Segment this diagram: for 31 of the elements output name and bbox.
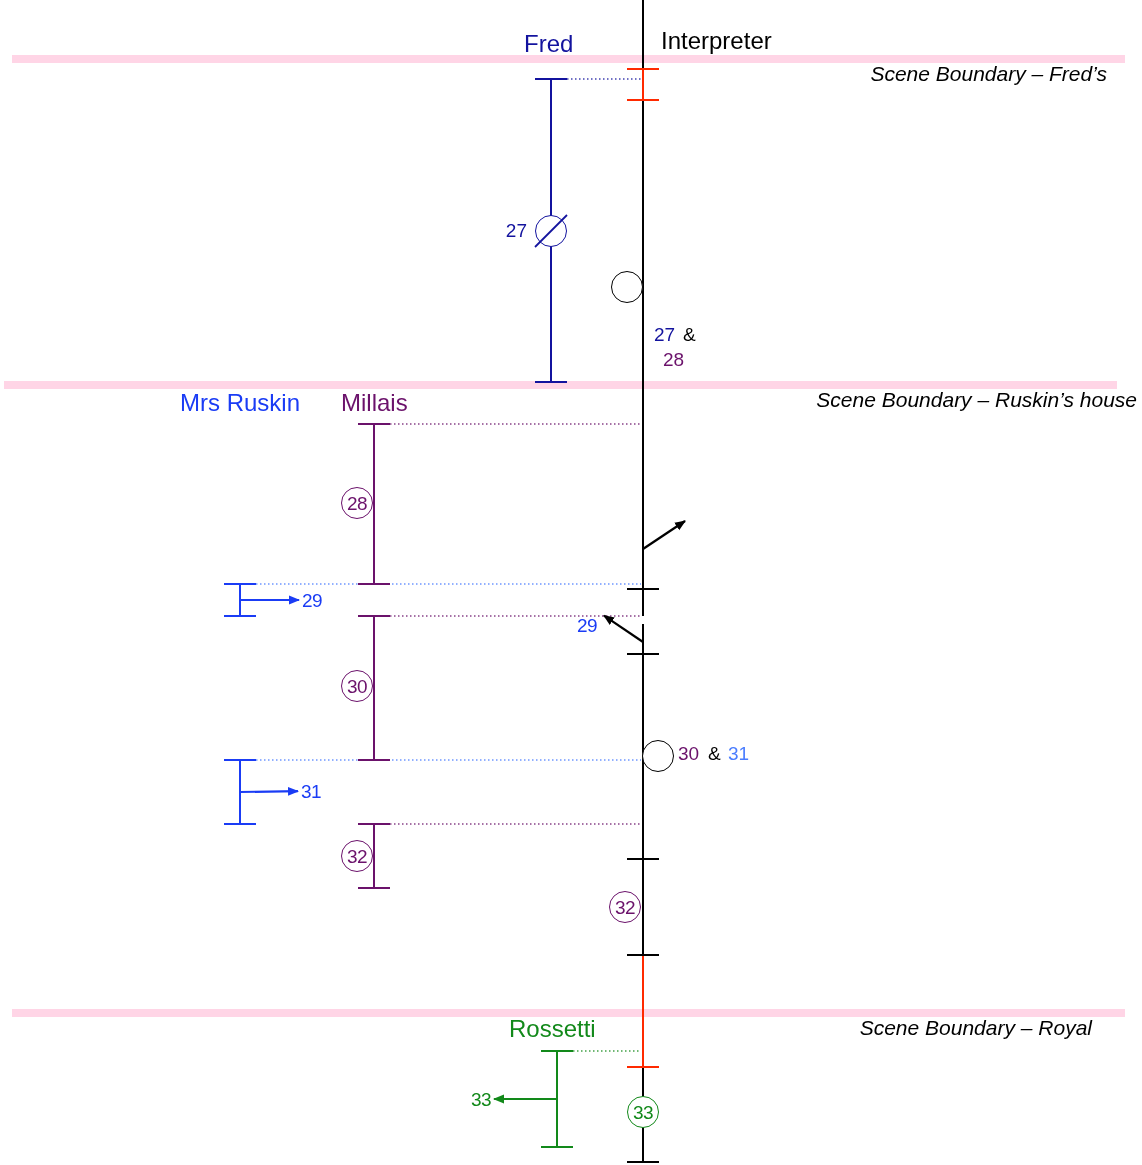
number-label: 30 [678,743,700,765]
lifeline-name: Mrs Ruskin [180,389,300,417]
circled-number: 32 [341,840,373,872]
number-label: 33 [470,1089,492,1109]
number-label: 29 [576,615,598,635]
lifeline-name: Rossetti [509,1015,596,1043]
arrow [240,595,301,605]
arrow [240,786,300,796]
circled-number: 30 [341,670,373,702]
circle-marker [642,740,674,772]
number-label: 28 [663,349,685,371]
circled-number: 28 [341,487,373,519]
number-label: 29 [301,590,323,610]
number-label: 27 [654,324,676,346]
arrow [492,1094,557,1104]
lifeline-name: Millais [341,389,408,417]
circled-number: 33 [627,1096,659,1128]
scene-boundary-label: Scene Boundary – Royal [859,1015,1092,1041]
circle-marker [611,271,643,303]
scene-boundary-label: Scene Boundary – Fred’s [870,61,1107,87]
number-label: 27 [505,220,527,242]
circled-number: 32 [609,891,641,923]
scene-boundary-label: Scene Boundary – Ruskin’s house [816,387,1137,413]
ampersand: & [683,324,696,346]
number-label: 31 [728,743,750,765]
lifeline-name: Fred [524,30,574,58]
number-label: 31 [300,781,322,801]
ampersand: & [708,743,721,765]
slashed-circle [535,215,567,247]
arrow [603,614,644,643]
lifeline-name: Interpreter [661,27,772,55]
